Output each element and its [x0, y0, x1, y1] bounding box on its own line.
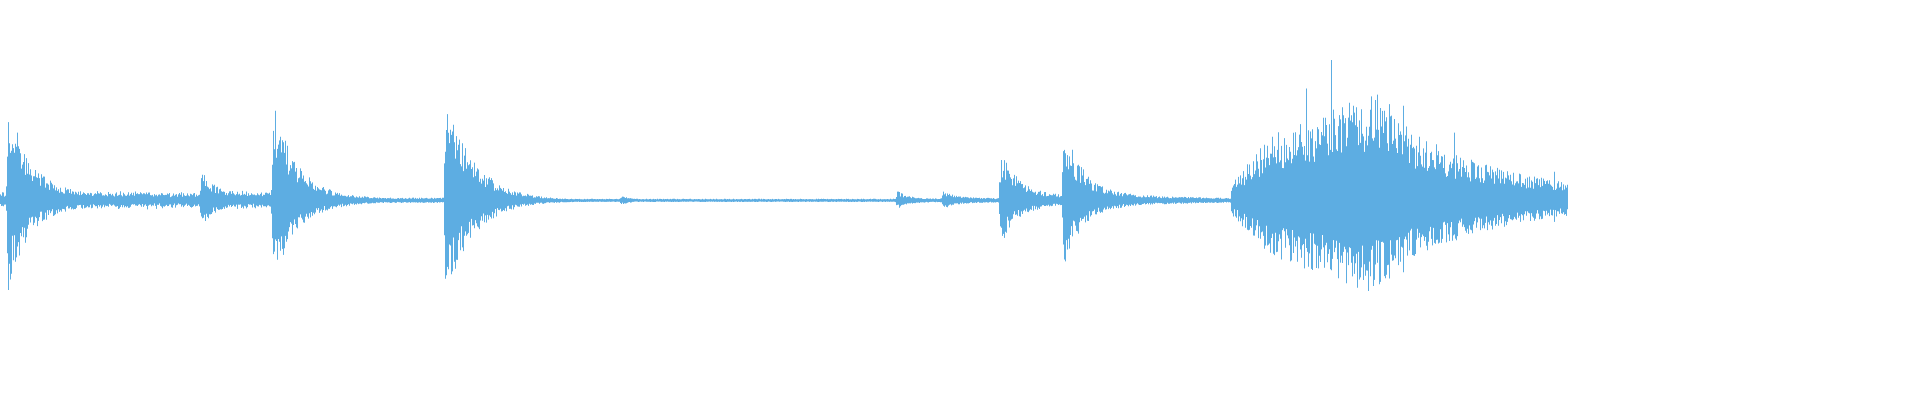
waveform-trace: [0, 60, 1568, 291]
